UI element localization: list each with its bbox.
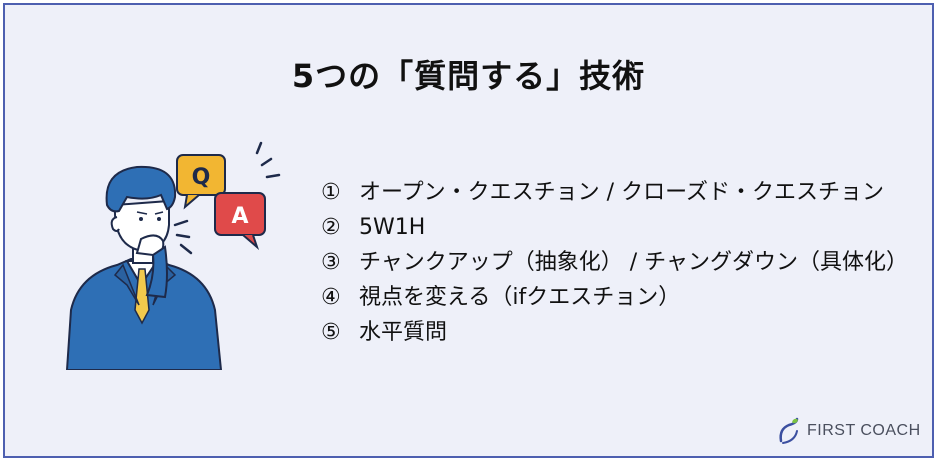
slide-title: 5つの「質問する」技術 — [291, 57, 646, 95]
item-text: 5W1H — [359, 215, 426, 240]
item-number: ① — [321, 180, 341, 205]
sleeve — [145, 245, 168, 299]
list-item: ⑤ 水平質問 — [321, 315, 908, 350]
slide-frame: 5つの「質問する」技術 — [3, 3, 934, 458]
first-coach-logo: FIRST COACH — [777, 417, 921, 445]
a-bubble-icon: A — [214, 192, 266, 251]
technique-list: ① オープン・クエスチョン / クローズド・クエスチョン ② 5W1H ③ チャンクア… — [321, 175, 908, 350]
qa-illustration: Q A — [65, 141, 281, 371]
lapel-left — [113, 263, 140, 306]
logo-text: FIRST COACH — [807, 422, 921, 439]
item-number: ③ — [321, 250, 341, 275]
item-text: チャンクアップ（抽象化） / チャングダウン（具体化） — [359, 250, 908, 275]
thought-lines — [173, 141, 281, 255]
eye-right — [157, 217, 161, 221]
eyebrows — [136, 211, 164, 215]
item-number: ② — [321, 215, 341, 240]
list-item: ③ チャンクアップ（抽象化） / チャングダウン（具体化） — [321, 245, 908, 280]
item-text: 水平質問 — [359, 320, 448, 345]
item-text: 視点を変える（ifクエスチョン） — [359, 285, 681, 310]
list-item: ① オープン・クエスチョン / クローズド・クエスチョン — [321, 175, 908, 210]
a-label: A — [231, 204, 248, 229]
thinking-man-illustration: Q A — [57, 135, 287, 375]
item-number: ④ — [321, 285, 341, 310]
tie — [134, 268, 150, 325]
ear — [110, 216, 120, 232]
item-text: オープン・クエスチョン / クローズド・クエスチョン — [359, 180, 884, 205]
q-label: Q — [192, 165, 211, 190]
hair — [105, 165, 177, 213]
leaf-swirl-icon — [779, 417, 799, 444]
list-item: ④ 視点を変える（ifクエスチョン） — [321, 280, 908, 315]
list-item: ② 5W1H — [321, 210, 908, 245]
q-bubble-icon: Q — [176, 154, 226, 210]
eye-left — [139, 217, 143, 221]
item-number: ⑤ — [321, 320, 341, 345]
